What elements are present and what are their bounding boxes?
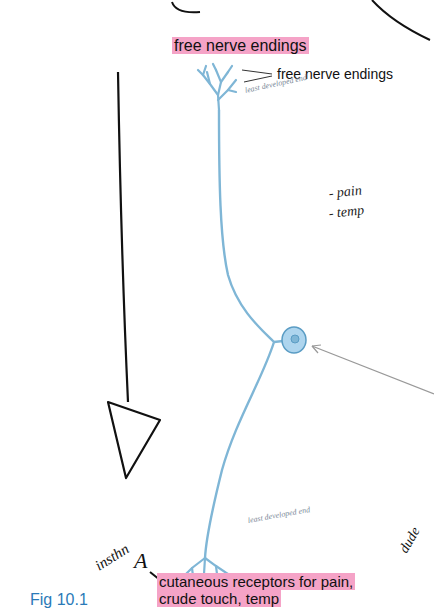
pen-stroke bbox=[372, 0, 430, 40]
figure-caption: Fig 10.1 bbox=[30, 591, 88, 609]
handwritten-note: A bbox=[134, 548, 147, 574]
axon bbox=[205, 110, 274, 558]
cell-body bbox=[282, 327, 306, 353]
highlighted-term: free nerve endings bbox=[172, 36, 309, 56]
handwritten-note: - pain bbox=[328, 183, 363, 202]
pointer-head bbox=[312, 345, 321, 353]
handwritten-note: least developed end bbox=[247, 505, 311, 525]
nucleus bbox=[291, 335, 299, 343]
handwritten-note: dude bbox=[396, 524, 423, 556]
highlighted-term: cutaneous receptors for pain, crude touc… bbox=[157, 574, 393, 607]
arrow-head bbox=[108, 402, 160, 478]
pointer-line bbox=[312, 346, 434, 394]
node-text: free nerve endings bbox=[172, 37, 309, 54]
free-nerve-endings bbox=[198, 64, 236, 110]
node-text: cutaneous receptors for pain, crude touc… bbox=[157, 573, 355, 607]
pen-stroke bbox=[172, 2, 200, 12]
handwritten-note: - temp bbox=[328, 202, 365, 222]
handwritten-note: least developed end bbox=[244, 73, 308, 95]
handwritten-note: insthn bbox=[92, 541, 132, 575]
direction-arrow bbox=[118, 72, 128, 402]
